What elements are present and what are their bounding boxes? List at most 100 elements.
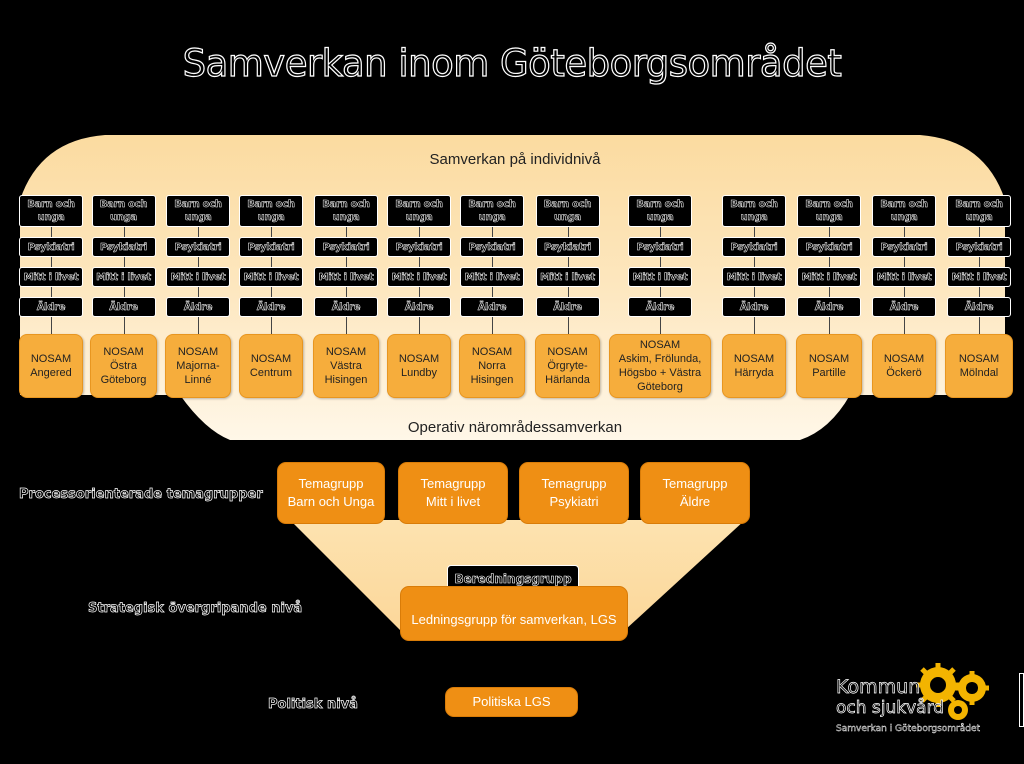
tema-line: Psykiatri xyxy=(549,494,599,509)
cat-barn-och-unga: Barn och unga xyxy=(166,195,230,227)
cat-barn-och-unga: Barn och unga xyxy=(460,195,524,227)
cat-barn-och-unga: Barn och unga xyxy=(872,195,936,227)
cat-aldre: Äldre xyxy=(314,297,378,317)
nosam-box: NOSAM Mölndal xyxy=(945,334,1013,398)
cat-mitt-i-livet: Mitt i livet xyxy=(239,267,303,287)
cat-barn-och-unga: Barn och unga xyxy=(535,195,600,227)
cat-mitt-i-livet: Mitt i livet xyxy=(797,267,861,287)
tema-line: Temagrupp xyxy=(662,476,728,491)
cat-aldre: Äldre xyxy=(166,297,230,317)
cat-aldre: Äldre xyxy=(797,297,861,317)
nosam-line: Öckerö xyxy=(886,367,922,379)
nosam-line: NOSAM xyxy=(177,346,219,358)
cat-psykiatri: Psykiatri xyxy=(91,237,156,257)
cat-mitt-i-livet: Mitt i livet xyxy=(387,267,451,287)
cat-barn-och-unga: Barn och unga xyxy=(314,195,378,227)
cat-aldre: Äldre xyxy=(872,297,936,317)
nosam-line: Mölndal xyxy=(959,367,999,379)
nosam-line: NOSAM xyxy=(250,353,292,365)
cat-barn-och-unga: Barn och unga xyxy=(797,195,861,227)
cat-psykiatri: Psykiatri xyxy=(314,237,378,257)
tema-line: Temagrupp xyxy=(420,476,486,491)
cat-psykiatri: Psykiatri xyxy=(19,237,83,257)
nosam-line: Hisingen xyxy=(470,374,514,386)
cat-aldre: Äldre xyxy=(91,297,156,317)
organization-logo: Kommun och sjukvård Samverkan i Göteborg… xyxy=(836,660,1016,760)
cat-aldre: Äldre xyxy=(387,297,451,317)
nosam-line: NOSAM xyxy=(883,353,925,365)
cat-mitt-i-livet: Mitt i livet xyxy=(947,267,1011,287)
nosam-box: NOSAM Angered xyxy=(19,334,83,398)
cat-mitt-i-livet: Mitt i livet xyxy=(722,267,786,287)
cat-barn-och-unga: Barn och unga xyxy=(19,195,83,227)
cat-mitt-i-livet: Mitt i livet xyxy=(872,267,936,287)
nosam-line: Norra xyxy=(478,360,506,372)
nosam-box: NOSAM Centrum xyxy=(239,334,303,398)
lgs-box: Ledningsgrupp för samverkan, LGS xyxy=(400,586,628,641)
nosam-line: Centrum xyxy=(249,367,293,379)
nosam-line: Härryda xyxy=(734,367,774,379)
cat-aldre: Äldre xyxy=(535,297,600,317)
politiska-lgs-label: Politiska LGS xyxy=(472,694,551,709)
nosam-box: NOSAM Härryda xyxy=(722,334,786,398)
nosam-line: NOSAM xyxy=(733,353,775,365)
nosam-box: NOSAM Partille xyxy=(796,334,862,398)
logo-line2: och sjukvård xyxy=(836,698,945,719)
level-label-politisk: Politisk nivå xyxy=(268,697,359,713)
nosam-line: Partille xyxy=(812,367,846,379)
cat-psykiatri: Psykiatri xyxy=(722,237,786,257)
cat-barn-och-unga: Barn och unga xyxy=(722,195,786,227)
cat-psykiatri: Psykiatri xyxy=(872,237,936,257)
cat-mitt-i-livet: Mitt i livet xyxy=(19,267,83,287)
nosam-line: Angered xyxy=(30,367,72,379)
cat-psykiatri: Psykiatri xyxy=(628,237,692,257)
tema-mitt-i-livet: Temagrupp Mitt i livet xyxy=(398,462,508,524)
cat-psykiatri: Psykiatri xyxy=(797,237,861,257)
cat-barn-och-unga: Barn och unga xyxy=(387,195,451,227)
cat-mitt-i-livet: Mitt i livet xyxy=(460,267,524,287)
cat-psykiatri: Psykiatri xyxy=(387,237,451,257)
nosam-line: Östra xyxy=(110,360,137,372)
nosam-line: Askim, Frölunda, xyxy=(618,353,702,365)
cat-aldre: Äldre xyxy=(947,297,1011,317)
gears-icon xyxy=(916,663,989,720)
nosam-line: NOSAM xyxy=(958,353,1000,365)
nosam-box: NOSAM Öckerö xyxy=(872,334,936,398)
politiska-lgs-box: Politiska LGS xyxy=(445,687,578,717)
lgs-label: Ledningsgrupp för samverkan, LGS xyxy=(411,611,617,627)
operativ-level-label: Operativ närområdessamverkan xyxy=(407,419,623,436)
tema-line: Barn och Unga xyxy=(287,494,375,509)
cat-aldre: Äldre xyxy=(722,297,786,317)
nosam-line: Göteborg xyxy=(637,381,683,393)
logo-line1: Kommun xyxy=(836,676,921,699)
cat-mitt-i-livet: Mitt i livet xyxy=(628,267,692,287)
tema-line: Mitt i livet xyxy=(425,494,481,509)
cat-aldre: Äldre xyxy=(628,297,692,317)
nosam-line: Västra xyxy=(330,360,362,372)
nosam-line: NOSAM xyxy=(398,353,440,365)
nosam-line: NOSAM xyxy=(808,353,850,365)
cat-mitt-i-livet: Mitt i livet xyxy=(166,267,230,287)
cat-psykiatri: Psykiatri xyxy=(166,237,230,257)
logo-line3: Samverkan i Göteborgsområdet xyxy=(836,724,981,734)
tema-line: Äldre xyxy=(679,494,711,509)
nosam-line: NOSAM xyxy=(30,353,72,365)
cat-aldre: Äldre xyxy=(239,297,303,317)
nosam-line: NOSAM xyxy=(103,346,144,358)
nosam-line: Hisingen xyxy=(324,374,368,386)
cat-aldre: Äldre xyxy=(19,297,83,317)
cat-mitt-i-livet: Mitt i livet xyxy=(314,267,378,287)
tema-line: Temagrupp xyxy=(298,476,364,491)
tema-line: Temagrupp xyxy=(541,476,607,491)
cat-barn-och-unga: Barn och unga xyxy=(947,195,1011,227)
nosam-line: NOSAM xyxy=(325,346,367,358)
cat-psykiatri: Psykiatri xyxy=(460,237,524,257)
cat-mitt-i-livet: Mitt i livet xyxy=(535,267,600,287)
individ-level-label: Samverkan på individnivå xyxy=(429,151,601,168)
nosam-line: Majorna- xyxy=(176,360,220,372)
